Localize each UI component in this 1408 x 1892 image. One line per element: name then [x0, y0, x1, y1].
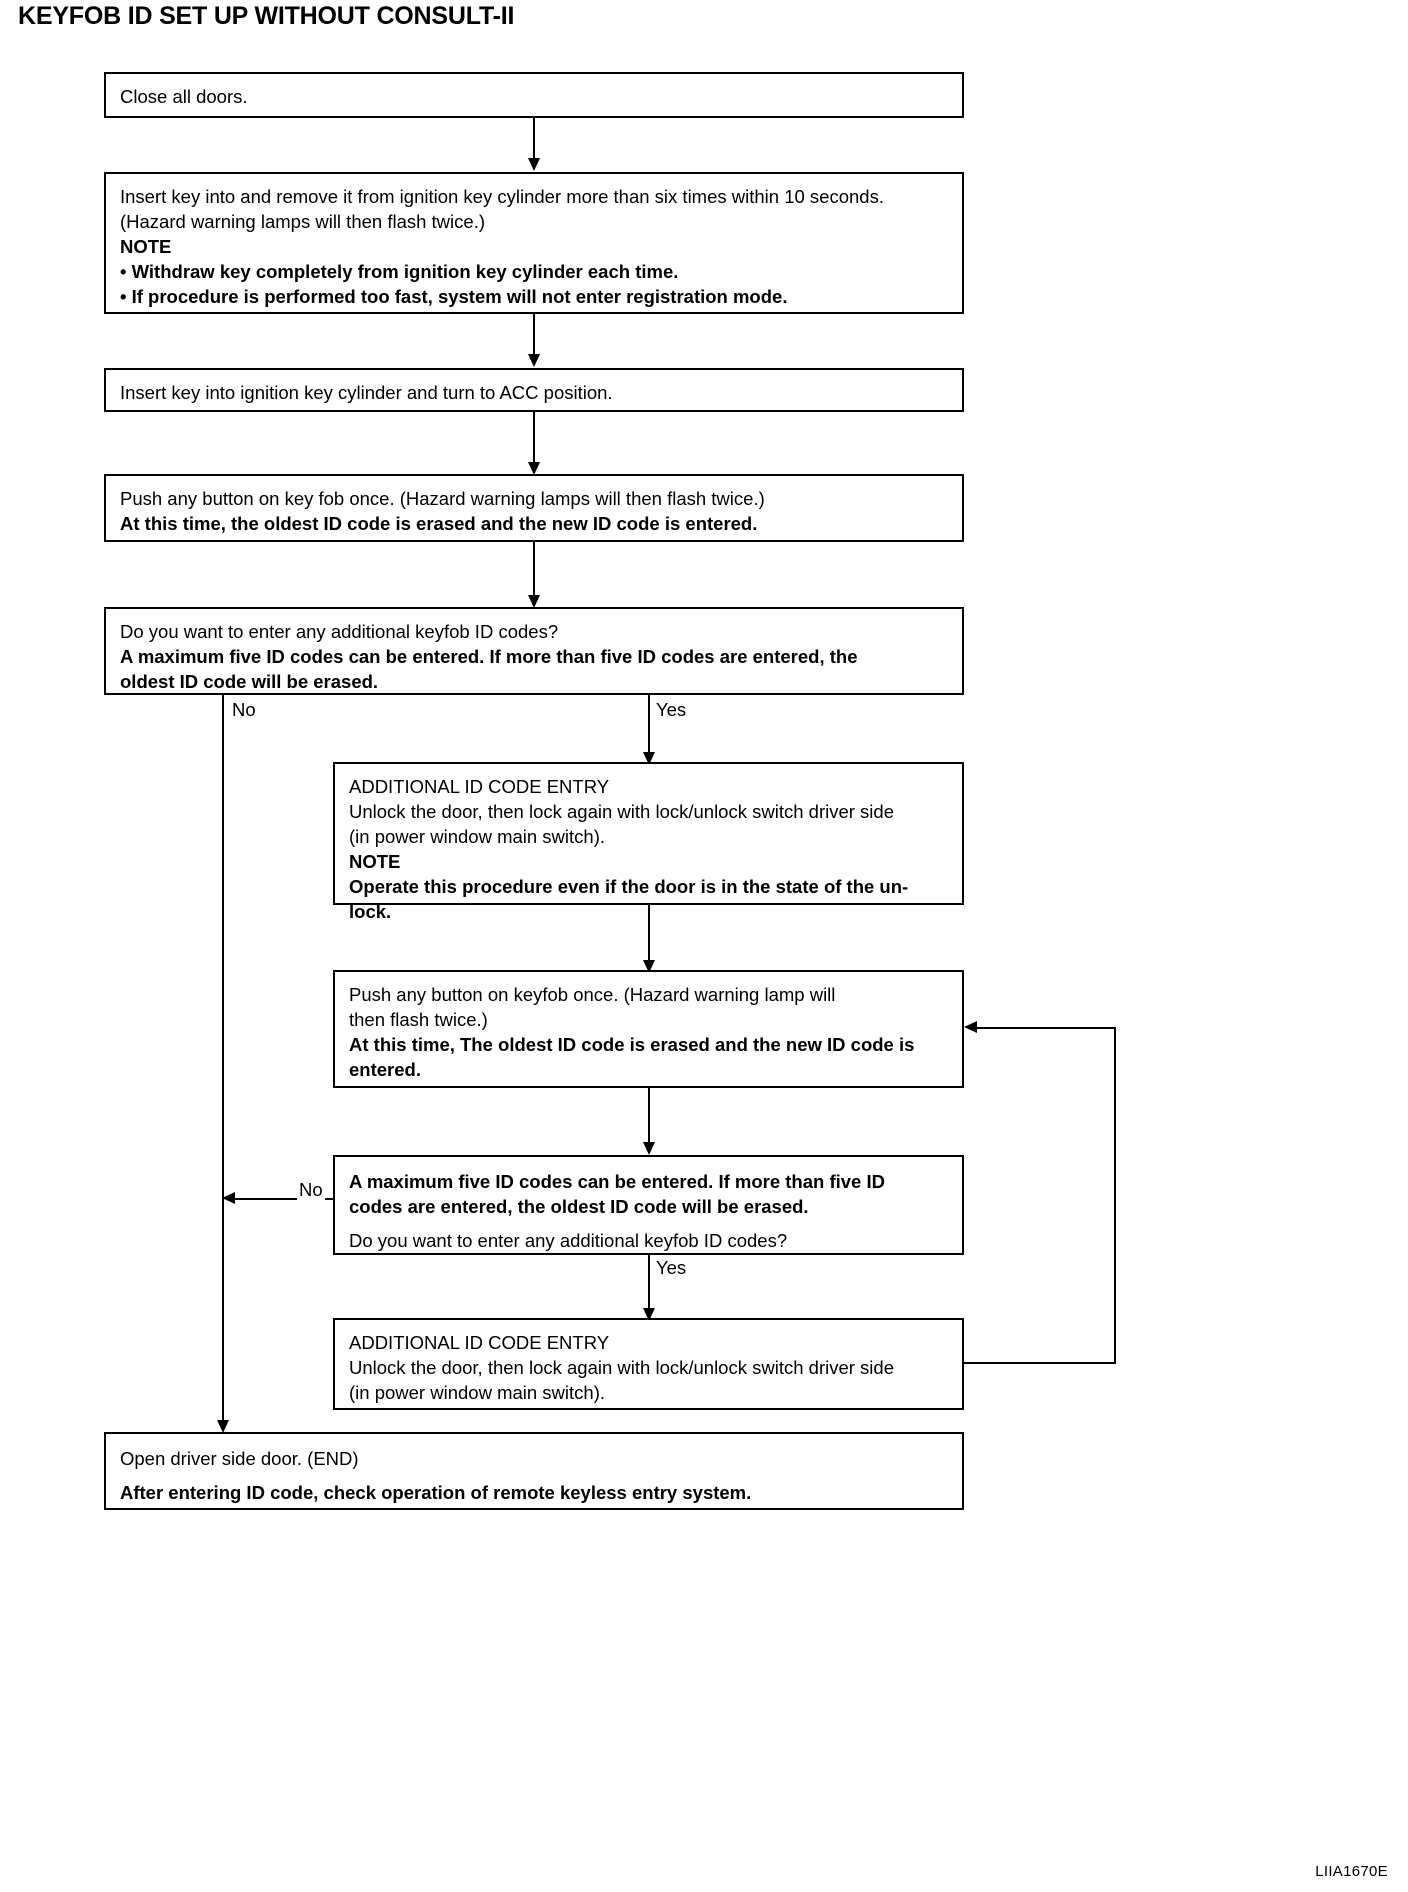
flow-node-push-button-first: Push any button on key fob once. (Hazard…	[104, 474, 964, 542]
node-line-heading: ADDITIONAL ID CODE ENTRY	[349, 1332, 610, 1353]
flow-node-decision-additional-codes-second: A maximum five ID codes can be entered. …	[333, 1155, 964, 1255]
node-line: At this time, The oldest ID code is eras…	[349, 1034, 915, 1055]
node-line-note-heading: NOTE	[120, 236, 172, 257]
node-line-note-bullet: • If procedure is performed too fast, sy…	[120, 286, 788, 307]
node-line: then flash twice.)	[349, 1009, 488, 1030]
arrow-head-icon	[528, 595, 540, 608]
flow-node-additional-id-code-entry-second: ADDITIONAL ID CODE ENTRY Unlock the door…	[333, 1318, 964, 1410]
node-line: At this time, the oldest ID code is eras…	[120, 513, 758, 534]
connector-loop-back-horizontal-top	[976, 1027, 1116, 1029]
connector-push-button-to-decision-one	[533, 542, 535, 600]
arrow-head-icon	[528, 462, 540, 475]
node-line: Insert key into and remove it from ignit…	[120, 186, 884, 207]
node-line: (Hazard warning lamps will then flash tw…	[120, 211, 485, 232]
connector-push-button-second-to-decision-two	[648, 1088, 650, 1150]
arrow-head-icon	[528, 354, 540, 367]
node-line: Do you want to enter any additional keyf…	[120, 621, 559, 642]
node-line-heading: ADDITIONAL ID CODE ENTRY	[349, 776, 610, 797]
edge-label-decision-one-no: No	[230, 699, 258, 720]
connector-decision-one-no-branch	[222, 695, 224, 1427]
node-line: Insert key into ignition key cylinder an…	[120, 382, 613, 403]
spacer	[120, 1471, 948, 1480]
node-line: Unlock the door, then lock again with lo…	[349, 1357, 894, 1378]
edge-label-decision-two-no: No	[297, 1179, 325, 1200]
node-line: Operate this procedure even if the door …	[349, 876, 909, 897]
flow-node-decision-additional-codes-first: Do you want to enter any additional keyf…	[104, 607, 964, 695]
connector-close-doors-to-insert-remove	[533, 118, 535, 163]
connector-decision-two-no-branch	[234, 1198, 333, 1200]
node-line-note-bullet: • Withdraw key completely from ignition …	[120, 261, 679, 282]
node-line: (in power window main switch).	[349, 826, 606, 847]
edge-label-decision-one-yes: Yes	[654, 699, 689, 720]
edge-label-decision-two-yes: Yes	[654, 1257, 689, 1278]
spacer	[349, 1219, 948, 1228]
flow-node-end-open-driver-door: Open driver side door. (END) After enter…	[104, 1432, 964, 1510]
node-line: Close all doors.	[120, 86, 248, 107]
connector-turn-acc-to-push-button	[533, 412, 535, 467]
node-line: oldest ID code will be erased.	[120, 671, 379, 692]
arrow-head-icon	[643, 1308, 655, 1321]
connector-decision-two-yes-branch	[648, 1255, 650, 1315]
page-title: KEYFOB ID SET UP WITHOUT CONSULT-II	[18, 2, 515, 30]
flow-node-additional-id-code-entry-first: ADDITIONAL ID CODE ENTRY Unlock the door…	[333, 762, 964, 922]
arrow-head-icon	[964, 1021, 977, 1033]
node-line: Push any button on keyfob once. (Hazard …	[349, 984, 836, 1005]
node-line-note-heading: NOTE	[349, 851, 401, 872]
arrow-head-icon	[643, 752, 655, 765]
arrow-head-icon	[643, 960, 655, 973]
node-line: (in power window main switch).	[349, 1382, 606, 1403]
flow-node-turn-to-acc: Insert key into ignition key cylinder an…	[104, 368, 964, 412]
flow-node-insert-remove-key: Insert key into and remove it from ignit…	[104, 172, 964, 314]
node-line: A maximum five ID codes can be entered. …	[120, 646, 858, 667]
connector-insert-remove-to-turn-acc	[533, 314, 535, 359]
node-line: A maximum five ID codes can be entered. …	[349, 1171, 885, 1192]
flow-node-close-doors: Close all doors.	[104, 72, 964, 118]
arrow-head-icon	[528, 158, 540, 171]
node-line: codes are entered, the oldest ID code wi…	[349, 1196, 809, 1217]
arrow-head-icon	[643, 1142, 655, 1155]
flow-node-push-button-second: Push any button on keyfob once. (Hazard …	[333, 970, 964, 1088]
figure-reference-code: LIIA1670E	[1315, 1863, 1388, 1880]
connector-loop-back-vertical	[1114, 1027, 1116, 1364]
node-line: Do you want to enter any additional keyf…	[349, 1230, 788, 1251]
connector-additional-entry-to-push-button-second	[648, 905, 650, 967]
arrow-head-icon	[217, 1420, 229, 1433]
node-line: Open driver side door. (END)	[120, 1448, 359, 1469]
node-line: After entering ID code, check operation …	[120, 1482, 752, 1503]
node-line: entered.	[349, 1059, 421, 1080]
connector-loop-back-horizontal-bottom	[964, 1362, 1116, 1364]
node-line: Push any button on key fob once. (Hazard…	[120, 488, 765, 509]
arrow-head-icon	[222, 1192, 235, 1204]
connector-decision-one-yes-branch	[648, 695, 650, 760]
node-line: lock.	[349, 901, 392, 922]
node-line: Unlock the door, then lock again with lo…	[349, 801, 894, 822]
